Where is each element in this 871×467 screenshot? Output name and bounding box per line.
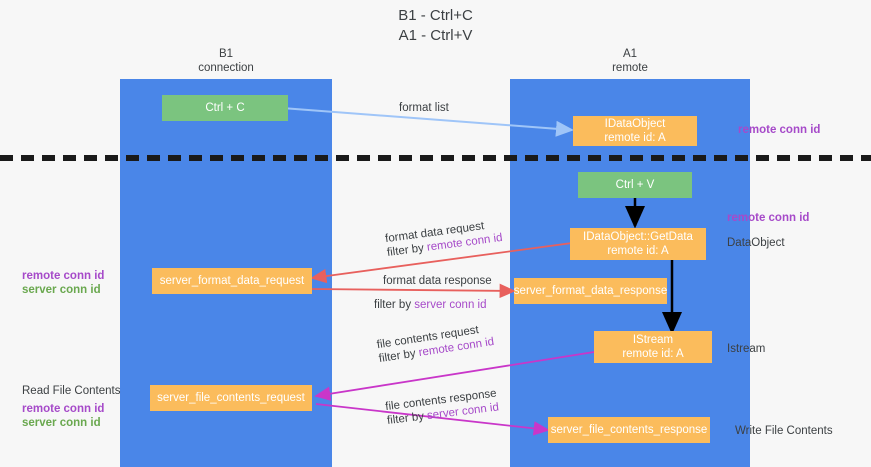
box-getdata-line1: IDataObject::GetData: [583, 231, 693, 243]
column-header-b1-sub: connection: [198, 61, 254, 74]
box-idataobject-line1: IDataObject: [604, 118, 666, 130]
phase-divider: [0, 155, 871, 161]
box-server-format-data-response: server_format_data_response: [514, 278, 667, 304]
label-format-data-request: format data request filter by remote con…: [384, 217, 503, 260]
box-istream: IStream remote id: A: [594, 331, 712, 363]
column-header-a1-name: A1: [622, 48, 638, 60]
column-header-b1: B1 connection: [120, 48, 332, 75]
box-server-format-data-response-label: server_format_data_response: [513, 285, 668, 297]
label-dataobject: DataObject: [727, 237, 785, 249]
box-ctrl-v: Ctrl + V: [578, 172, 692, 198]
box-server-file-contents-request-label: server_file_contents_request: [157, 392, 305, 404]
box-idataobject: IDataObject remote id: A: [573, 116, 697, 146]
label-format-data-response-key: server conn id: [414, 299, 487, 311]
label-format-list: format list: [399, 102, 449, 114]
title-line-2: A1 - Ctrl+V: [398, 27, 473, 44]
box-ctrl-v-label: Ctrl + V: [615, 179, 655, 191]
box-ctrl-c-label: Ctrl + C: [205, 102, 245, 114]
label-remote-conn-id-top: remote conn id: [738, 124, 821, 136]
box-server-file-contents-response: server_file_contents_response: [548, 417, 710, 443]
box-istream-line2: remote id: A: [622, 348, 684, 360]
column-header-a1-sub: remote: [612, 61, 648, 74]
box-server-format-data-request-label: server_format_data_request: [159, 275, 305, 287]
label-remote-conn-id-mid: remote conn id: [727, 212, 810, 224]
label-read-file-contents: Read File Contents: [22, 385, 121, 397]
box-idataobject-line2: remote id: A: [604, 132, 666, 144]
label-format-data-response-filter: filter by server conn id: [374, 298, 487, 312]
diagram-title: B1 - Ctrl+C A1 - Ctrl+V: [0, 6, 871, 46]
arrow-format-data-response: [311, 283, 516, 299]
box-istream-line1: IStream: [632, 334, 674, 346]
box-idataobject-getdata: IDataObject::GetData remote id: A: [570, 228, 706, 260]
box-server-file-contents-response-label: server_file_contents_response: [550, 424, 708, 436]
title-line-1: B1 - Ctrl+C: [398, 7, 473, 24]
box-getdata-line2: remote id: A: [607, 245, 669, 257]
label-istream: Istream: [727, 343, 766, 355]
label-format-data-response: format data response: [383, 275, 492, 287]
label-format-data-response-prefix: filter by: [374, 299, 415, 311]
label-left-server-conn-id-1: server conn id: [22, 284, 101, 296]
label-write-file-contents: Write File Contents: [735, 425, 833, 437]
label-file-contents-response: file contents response filter by server …: [385, 386, 500, 428]
box-server-format-data-request: server_format_data_request: [152, 268, 312, 294]
label-left-remote-conn-id-2: remote conn id: [22, 403, 105, 415]
label-file-contents-request: file contents request filter by remote c…: [376, 321, 495, 366]
box-ctrl-c: Ctrl + C: [162, 95, 288, 121]
label-left-server-conn-id-2: server conn id: [22, 417, 101, 429]
label-format-data-request-prefix: filter by: [386, 241, 428, 260]
label-file-contents-response-prefix: filter by: [386, 410, 428, 428]
column-header-a1: A1 remote: [510, 48, 750, 75]
label-left-remote-conn-id-1: remote conn id: [22, 270, 105, 282]
box-server-file-contents-request: server_file_contents_request: [150, 385, 312, 411]
column-header-b1-name: B1: [218, 48, 234, 60]
